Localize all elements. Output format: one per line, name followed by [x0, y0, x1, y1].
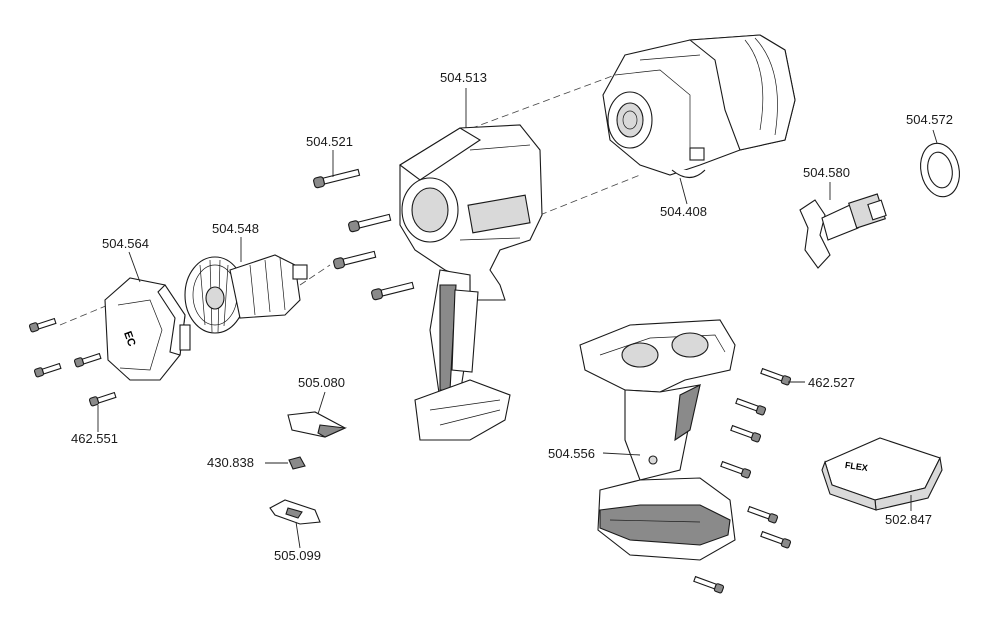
- clip-part[interactable]: [269, 499, 321, 525]
- label-504-580: 504.580: [803, 165, 850, 180]
- gear-housing-part[interactable]: [602, 34, 796, 179]
- label-505-080: 505.080: [298, 375, 345, 390]
- label-504-521: 504.521: [306, 134, 353, 149]
- washer-part[interactable]: [916, 140, 964, 201]
- end-cap-part[interactable]: EC: [104, 277, 191, 381]
- label-504-556: 504.556: [548, 446, 595, 461]
- end-cap-screws[interactable]: [28, 317, 117, 407]
- end-cap-logo: EC: [121, 330, 138, 349]
- label-430-838: 430.838: [207, 455, 254, 470]
- housing-screws[interactable]: [313, 167, 415, 301]
- assembly-dashed-lines: [59, 74, 641, 326]
- label-462-551: 462.551: [71, 431, 118, 446]
- label-504-548: 504.548: [212, 221, 259, 236]
- label-504-513: 504.513: [440, 70, 487, 85]
- leader-lines: [97, 88, 938, 549]
- label-502-847: 502.847: [885, 512, 932, 527]
- label-504-564: 504.564: [102, 236, 149, 251]
- battery-cover-part[interactable]: FLEX: [821, 437, 943, 511]
- handle-screws[interactable]: [693, 367, 792, 594]
- switch-part[interactable]: [287, 411, 348, 438]
- battery-cover-logo: FLEX: [844, 460, 868, 473]
- pin-part[interactable]: [288, 456, 306, 470]
- label-505-099: 505.099: [274, 548, 321, 563]
- label-504-572: 504.572: [906, 112, 953, 127]
- label-462-527: 462.527: [808, 375, 855, 390]
- part-labels: 504.513 504.521 504.548 504.564 462.551 …: [71, 70, 953, 563]
- handle-housing-part[interactable]: [579, 319, 736, 561]
- rotor-part[interactable]: [184, 254, 308, 334]
- motor-housing-part[interactable]: [399, 124, 543, 441]
- label-504-408: 504.408: [660, 204, 707, 219]
- anvil-part[interactable]: [799, 193, 887, 269]
